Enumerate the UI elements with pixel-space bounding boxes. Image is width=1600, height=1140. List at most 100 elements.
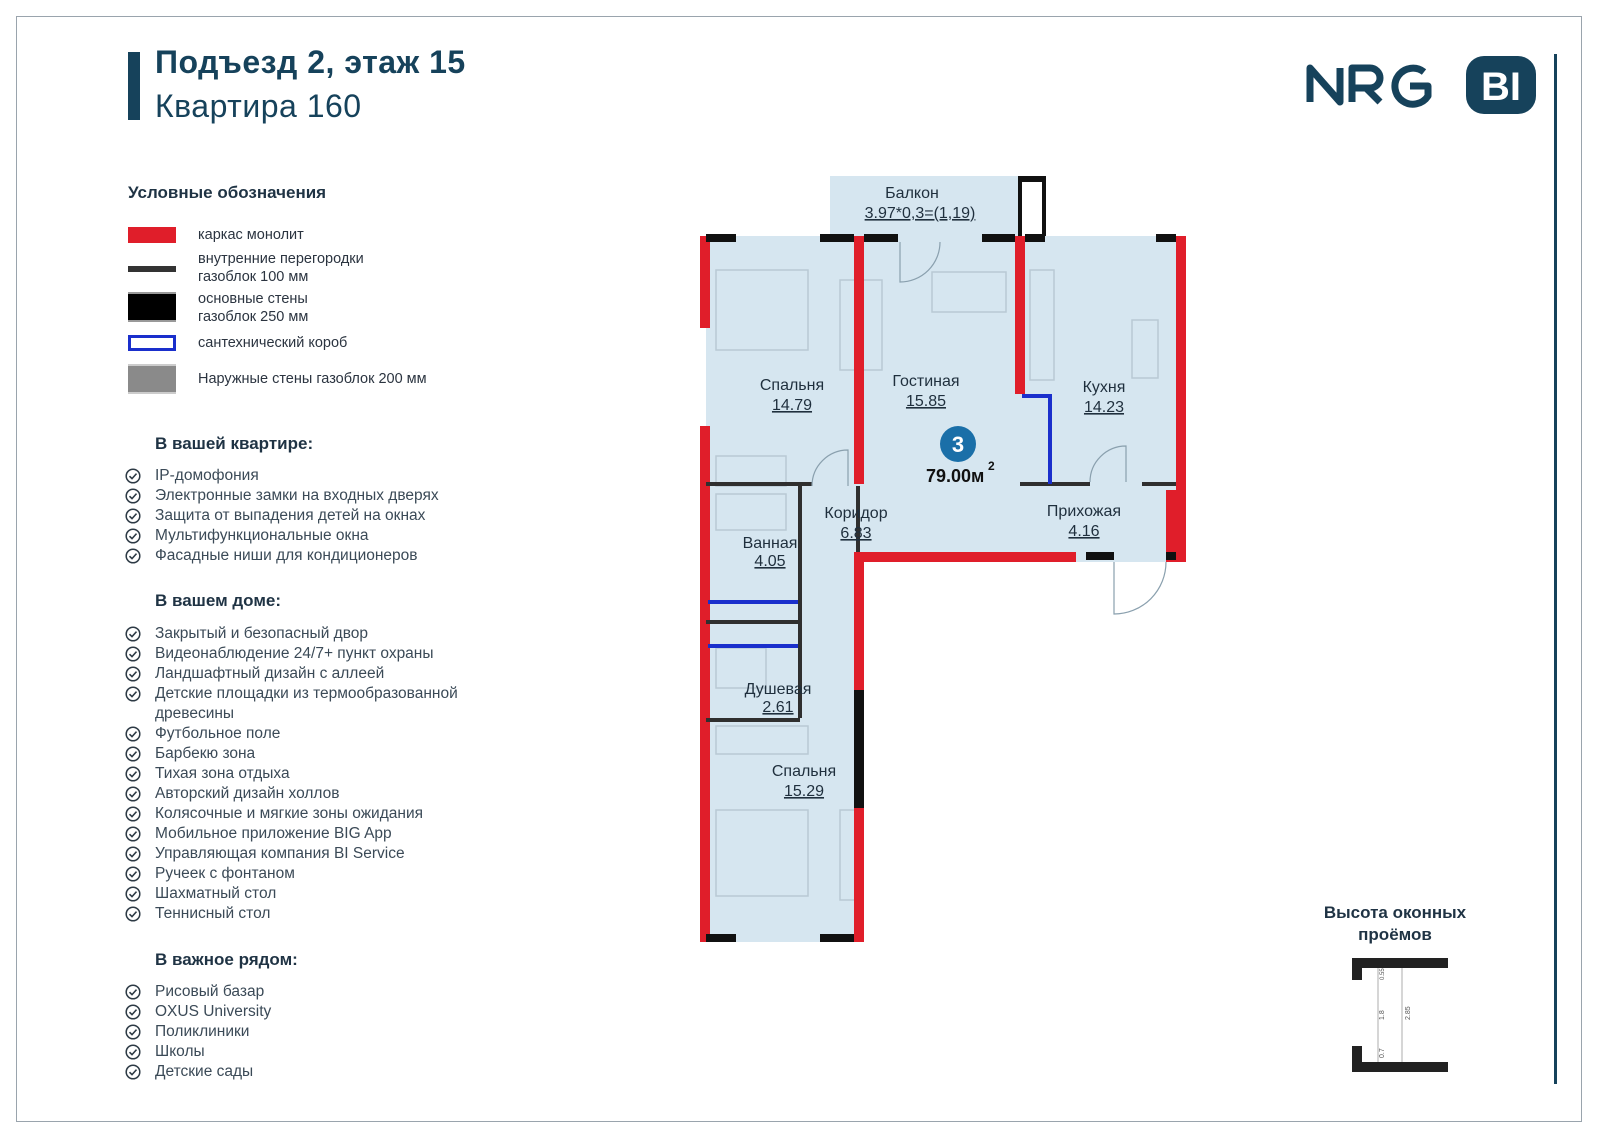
list-item: OXUS University [125,1002,271,1022]
door-swings [811,241,1167,615]
room-name-bedroom-2: Спальня [772,763,836,780]
logo-bi-badge [1466,56,1536,114]
check-circle-icon [125,906,141,922]
section-title-apartment: В вашей квартире: [155,434,314,453]
room-name-balcony: Балкон [885,185,939,202]
room-area-balcony: 3.97*0,3=(1,19) [865,205,976,222]
page-title: Подъезд 2, этаж 15 [155,44,466,80]
bed-icon [715,269,809,351]
title-accent-bar [128,52,140,120]
legend-swatch-darkgray [128,266,176,272]
nearby-features-list: Рисовый базар OXUS University Поликлиник… [125,982,271,1082]
legend-title: Условные обозначения [128,183,327,202]
rooms-count-badge [940,426,976,462]
dim-label: 2.85 [1405,1006,1412,1020]
check-circle-icon [125,666,141,682]
logo-letter-g [1391,64,1432,108]
check-circle-icon [125,1064,141,1080]
list-item: Защита от выпадения детей на окнах [125,506,439,526]
section-title-nearby: В важное рядом: [155,950,298,969]
check-circle-icon [125,646,141,662]
legend-swatch-red [128,227,176,243]
list-item: Барбекю зона [125,744,535,764]
list-item: Колясочные и мягкие зоны ожидания [125,804,535,824]
logo-letter-n [1306,64,1344,106]
list-item: Ручеек с фонтаном [125,864,535,884]
room-area-kitchen: 14.23 [1084,399,1124,416]
check-circle-icon [125,746,141,762]
room-labels: Балкон 3.97*0,3=(1,19) Спальня 14.79 Гос… [743,185,1126,800]
logo-letter-r [1348,64,1384,105]
list-item: Детские сады [125,1062,271,1082]
check-circle-icon [125,1004,141,1020]
list-item: Школы [125,1042,271,1062]
list-item: Детские площадки из термообразованной др… [125,684,535,724]
check-circle-icon [125,806,141,822]
list-item: Шахматный стол [125,884,535,904]
total-area: 79.00м [926,466,984,486]
legend-swatch-gray [128,364,176,394]
apartment-features-list: IP-домофония Электронные замки на входны… [125,466,439,566]
check-circle-icon [125,468,141,484]
page-frame [16,16,1582,1122]
legend-label: сантехнический короб [198,335,348,351]
page-subtitle: Квартира 160 [155,88,362,124]
right-divider [1554,54,1557,1084]
check-circle-icon [125,528,141,544]
list-item: Авторский дизайн холлов [125,784,535,804]
check-circle-icon [125,726,141,742]
partitions [706,482,1176,722]
check-circle-icon [125,488,141,504]
bathtub-icon [715,493,787,531]
building-features-list: Закрытый и безопасный двор Видеонаблюден… [125,624,535,924]
room-area-hallway: 4.16 [1068,523,1099,540]
list-item: Мобильное приложение BIG App [125,824,535,844]
check-circle-icon [125,686,141,702]
dim-label: 0.55 [1380,968,1386,980]
list-item: Футбольное поле [125,724,535,744]
list-item: Мультифункциональные окна [125,526,439,546]
list-item: Тихая зона отдыха [125,764,535,784]
room-name-shower: Душевая [745,681,812,698]
legend-label: Наружные стены газоблок 200 мм [198,371,427,387]
main-walls [706,176,1176,942]
check-circle-icon [125,548,141,564]
room-area-bedroom-1: 14.79 [772,397,812,414]
room-name-bathroom: Ванная [743,535,798,552]
list-item: Теннисный стол [125,904,535,924]
room-area-bedroom-2: 15.29 [784,783,824,800]
list-item: Рисовый базар [125,982,271,1002]
brand-logo: BI [1306,56,1536,114]
dim-label: 0.7 [1379,1048,1386,1058]
check-circle-icon [125,1044,141,1060]
check-circle-icon [125,786,141,802]
legend-swatch-black [128,292,176,322]
legend-swatch-blue-outline [128,335,176,351]
logo-bi-text: BI [1481,65,1521,109]
list-item: IP-домофония [125,466,439,486]
sofa-icon [931,271,1007,313]
check-circle-icon [125,886,141,902]
room-area-corridor: 6.83 [840,525,871,542]
check-circle-icon [125,826,141,842]
room-name-hallway: Прихожая [1047,503,1121,520]
check-circle-icon [125,1024,141,1040]
list-item: Закрытый и безопасный двор [125,624,535,644]
room-name-kitchen: Кухня [1083,379,1126,396]
rooms-count: 3 [952,432,964,457]
check-circle-icon [125,866,141,882]
dim-label: 1.8 [1379,1010,1386,1020]
list-item: Ландшафтный дизайн с аллеей [125,664,535,684]
list-item: Видеонаблюдение 24/7+ пункт охраны [125,644,535,664]
room-name-corridor: Коридор [824,505,887,522]
monolith-walls [700,236,1186,942]
legend-label: каркас монолит [198,227,304,243]
section-title-building: В вашем доме: [155,591,282,610]
check-circle-icon [125,984,141,1000]
check-circle-icon [125,846,141,862]
room-area-living: 15.85 [906,393,946,410]
room-name-bedroom-1: Спальня [760,377,824,394]
